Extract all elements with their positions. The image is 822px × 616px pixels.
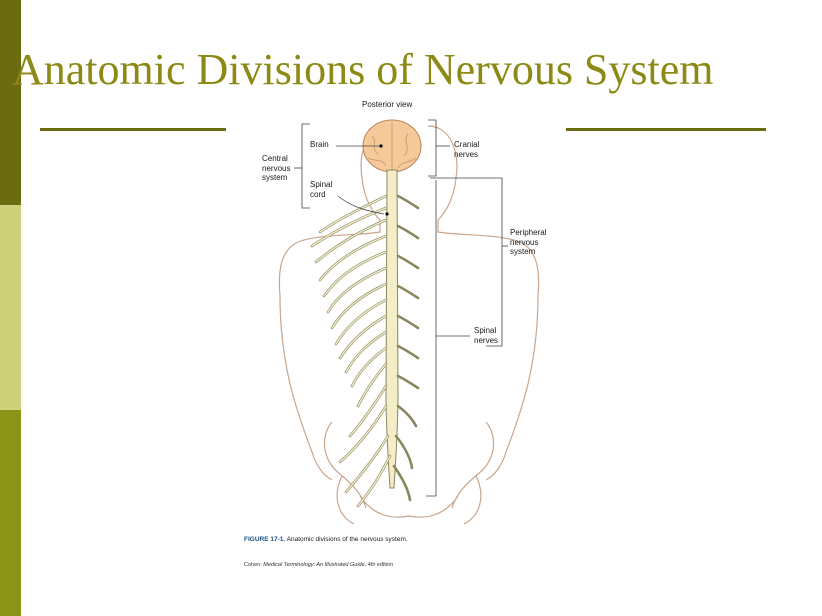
credit-prefix: Cohen: <box>244 562 264 568</box>
posterior-view-label: Posterior view <box>362 100 413 109</box>
title-underline-right <box>566 128 766 131</box>
cns-label: Central nervous system <box>262 154 291 182</box>
label-brackets <box>294 119 508 497</box>
brain-folds <box>367 122 417 172</box>
figure-number: FIGURE 17-1. <box>244 536 286 543</box>
cranial-nerves-label: Cranial nerves <box>454 140 480 159</box>
slide-title: Anatomic Divisions of Nervous System <box>12 45 714 94</box>
brain-pointer-dot <box>379 144 383 148</box>
spinal-nerves-fill <box>311 195 391 507</box>
title-underline-left <box>40 128 226 131</box>
cord-pointer-dot <box>385 212 389 216</box>
spinal-cord <box>385 169 399 489</box>
figure-caption-text: Anatomic divisions of the nervous system… <box>286 536 408 543</box>
figure-credit: Cohen: Medical Terminology: An Illustrat… <box>244 562 393 568</box>
pns-label: Peripheral nervous system <box>510 228 547 256</box>
credit-suffix: , 4th edition <box>364 562 394 568</box>
credit-title: Medical Terminology: An Illustrated Guid… <box>263 562 365 568</box>
sidebar-band-middle <box>0 205 21 410</box>
sidebar-band-bottom <box>0 410 21 616</box>
nervous-system-figure: Posterior view Brain Spinal cord Central… <box>240 96 570 576</box>
anatomy-illustration <box>278 119 540 525</box>
sidebar-band-top <box>0 0 21 205</box>
pelvis-outline <box>323 421 495 525</box>
spinal-nerves-label: Spinal nerves <box>474 326 499 345</box>
brain-label: Brain <box>310 140 329 149</box>
body-outline <box>278 125 540 481</box>
spinal-cord-label: Spinal cord <box>310 180 333 199</box>
figure-caption: FIGURE 17-1. Anatomic divisions of the n… <box>244 536 408 543</box>
